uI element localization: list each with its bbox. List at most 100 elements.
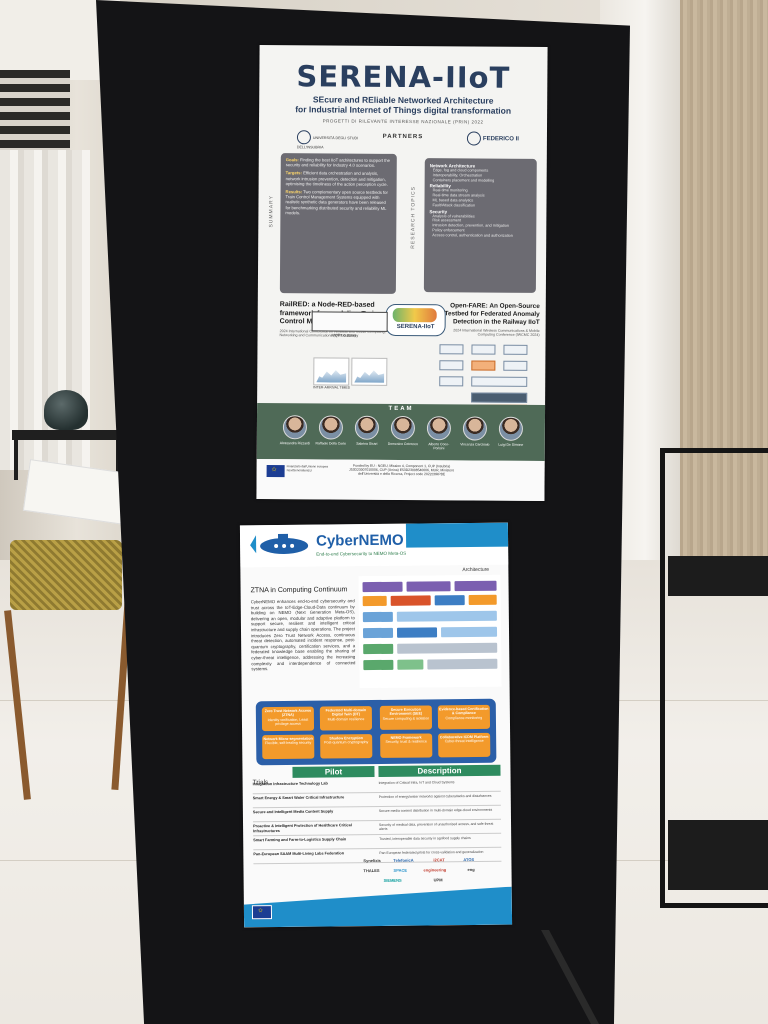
section-title: ZTNA in Computing Continuum (250, 586, 348, 595)
description-cell: Secure media content distribution in mul… (378, 807, 493, 813)
member-name: Vincenza Carchiolo (460, 442, 490, 447)
member-name: Luigi De Simone (498, 442, 524, 447)
module-desc: Multi-domain resilience (327, 716, 365, 722)
partner-federico-ii: FEDERICO II (466, 131, 519, 146)
member-name: Domenico Cotroneo (387, 441, 418, 447)
open-fare-title: Open-FARE: An Open-Source Testbed for Fe… (444, 302, 540, 326)
arch-node (503, 360, 528, 371)
table-row: Proactive & Intelligent Protection of He… (253, 820, 502, 837)
partner-logo: ATOS (463, 856, 475, 863)
table-row: Smart Farming and Farm-to-Logistics Supp… (253, 834, 502, 851)
poster-header: CyberNEMO End-to-end Cybersecurity to NE… (239, 522, 509, 568)
open-fare-section: Open-FARE: An Open-Source Testbed for Fe… (436, 302, 540, 338)
table-row: Smart Energy & Smart Water Critical Infr… (252, 792, 501, 809)
module-desc: Security, trust & resilience (385, 739, 427, 745)
arch-row (362, 610, 497, 623)
team-member: Raffaele Della Corte (315, 415, 347, 446)
arch-block (397, 642, 498, 654)
member-name: Alessandra Rizzardi (279, 441, 310, 446)
arch-row (362, 594, 497, 607)
mqtt-gateway-label: MQTT Gateway (331, 333, 359, 338)
partner-name: FEDERICO II (482, 136, 519, 143)
partner-logo: i2CAT (433, 857, 445, 863)
avatar (426, 416, 452, 441)
team-member: Alberto Coen-Porisini (423, 416, 455, 450)
table-leg (14, 440, 18, 480)
header-bar (405, 522, 509, 548)
eu-star-icon: ✩ (271, 467, 277, 474)
avatar (318, 415, 344, 440)
arch-block (468, 594, 497, 606)
module-label: Federated Multi-domain Digital Twin (DT) (325, 708, 367, 717)
arch-block (390, 595, 431, 606)
topic-line: Access control, authentication and autho… (432, 232, 513, 238)
bar-stool-seat (10, 540, 122, 610)
summary-text: Efficient data orchestration and analysi… (285, 170, 388, 187)
team-strip: TEAM Alessandra Rizzardi Raffaele Della … (256, 402, 546, 462)
footer-band (244, 887, 512, 928)
module-desc: Secure computing & isolation (382, 716, 430, 721)
architecture-diagram (358, 574, 502, 689)
arch-block (362, 611, 393, 623)
poster-serena-iiot: SERENA-IIoT SEcure and REliable Networke… (256, 45, 548, 501)
description-cell: Pan-European federated pilots for cross-… (379, 849, 484, 855)
arch-block (396, 627, 438, 638)
arch-row (362, 580, 497, 593)
team-member: Vincenza Carchiolo (459, 416, 491, 447)
table-header-pilot: Pilot (292, 766, 375, 778)
pilot-cell: Smart Energy & Smart Water Critical Infr… (252, 795, 345, 801)
arch-block (362, 595, 387, 607)
module-label: Zero Trust Network Access (ZTNA) (264, 708, 311, 718)
description-cell: Integration of Critical Infra, IoT and C… (378, 780, 455, 785)
shelf-board (668, 820, 768, 890)
arch-row (362, 626, 498, 639)
table-row: Secure and Intelligent Media Content Sup… (252, 806, 501, 823)
poster-cybernemo: CyberNEMO End-to-end Cybersecurity to NE… (239, 522, 513, 928)
module-label: Secure Execution Environment (SEE) (389, 707, 423, 717)
partner-logo: eng (467, 866, 475, 873)
avatar (462, 416, 487, 441)
arch-block (363, 643, 394, 655)
inter-arrival-label: INTER-ARRIVAL TIMES (313, 385, 350, 390)
member-name: Sabrina Sicari (356, 441, 378, 446)
arch-block (454, 580, 497, 592)
poster-subtitle: SEcure and REliable Networked Architectu… (259, 94, 547, 116)
shelf-frame (660, 448, 768, 908)
architecture-label: Architecture (462, 566, 490, 574)
arch-block (363, 659, 394, 671)
open-fare-venue: 2024 International Wireless Communicatio… (453, 328, 540, 338)
pilot-cell: Integration Infrastructure Technology La… (252, 781, 328, 787)
pilot-cell: Proactive & Intelligent Protection of He… (253, 823, 352, 833)
university-seal-icon (466, 131, 481, 146)
partner-logo: UPM (433, 877, 443, 883)
summary-block: Goals: Finding the best IIoT architectur… (279, 153, 397, 294)
arch-block (427, 658, 498, 670)
module-box: Secure Execution Environment (SEE)Secure… (379, 705, 433, 730)
arch-block (396, 610, 497, 622)
arch-row (363, 642, 498, 655)
topic-line: Containers placement and modelling (432, 177, 495, 183)
eu-star-icon: ✩ (257, 908, 264, 915)
module-desc: Identity verification, Least privilege a… (267, 717, 309, 727)
arch-block (362, 581, 403, 593)
arch-node (471, 360, 496, 371)
module-desc: Flexible, self-healing security (265, 741, 312, 746)
section-body: CyberNEMO enhances end-to-end cybersecur… (250, 598, 356, 672)
summary-targets: Targets: Efficient data orchestration an… (286, 171, 392, 187)
partner-logo: SIEMENS (383, 877, 402, 883)
module-desc: Post-quantum cryptography (324, 740, 369, 745)
eu-flag-icon: ✩ (266, 465, 285, 478)
pilot-cell: Smart Farming and Farm-to-Logistics Supp… (253, 837, 347, 843)
poster-title: SERENA-IIoT (296, 59, 511, 95)
avatar (390, 415, 416, 441)
arch-block (362, 627, 394, 639)
partner-logo: THALES (363, 867, 380, 874)
research-topics-block: Network Architecture Edge, fog and cloud… (423, 158, 537, 293)
partner-logo: SPACE (393, 867, 408, 873)
avatar (282, 415, 308, 440)
trials-table: Pilot Description Integration Infrastruc… (252, 764, 502, 865)
partner-logos: Synelixis TelefonicA i2CAT ATOS THALES S… (363, 857, 503, 888)
